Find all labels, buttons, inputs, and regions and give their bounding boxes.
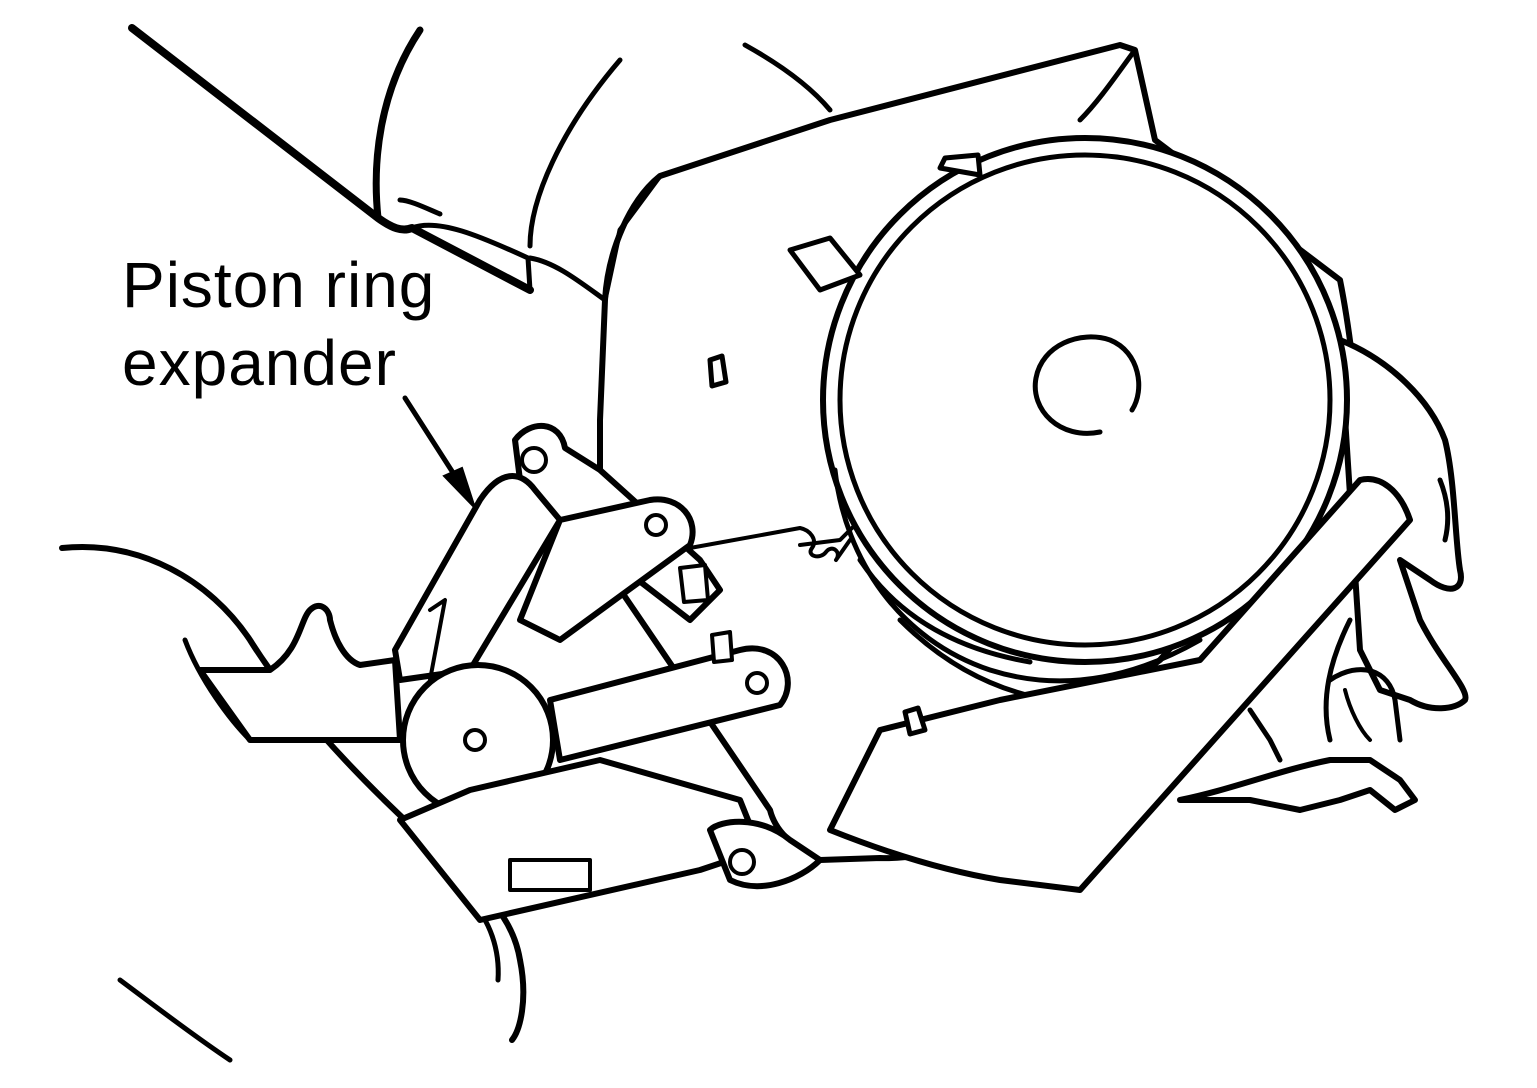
piston-crown — [787, 135, 1350, 703]
piston-ring-expander-label: Piston ring expander — [122, 246, 435, 402]
callout-arrow — [402, 395, 476, 509]
connecting-rod — [1177, 667, 1418, 813]
upper-hand-drawing — [128, 24, 833, 303]
callout-line-1: Piston ring — [122, 249, 436, 321]
expander-tool — [197, 423, 862, 923]
callout-line-2: expander — [122, 327, 397, 399]
